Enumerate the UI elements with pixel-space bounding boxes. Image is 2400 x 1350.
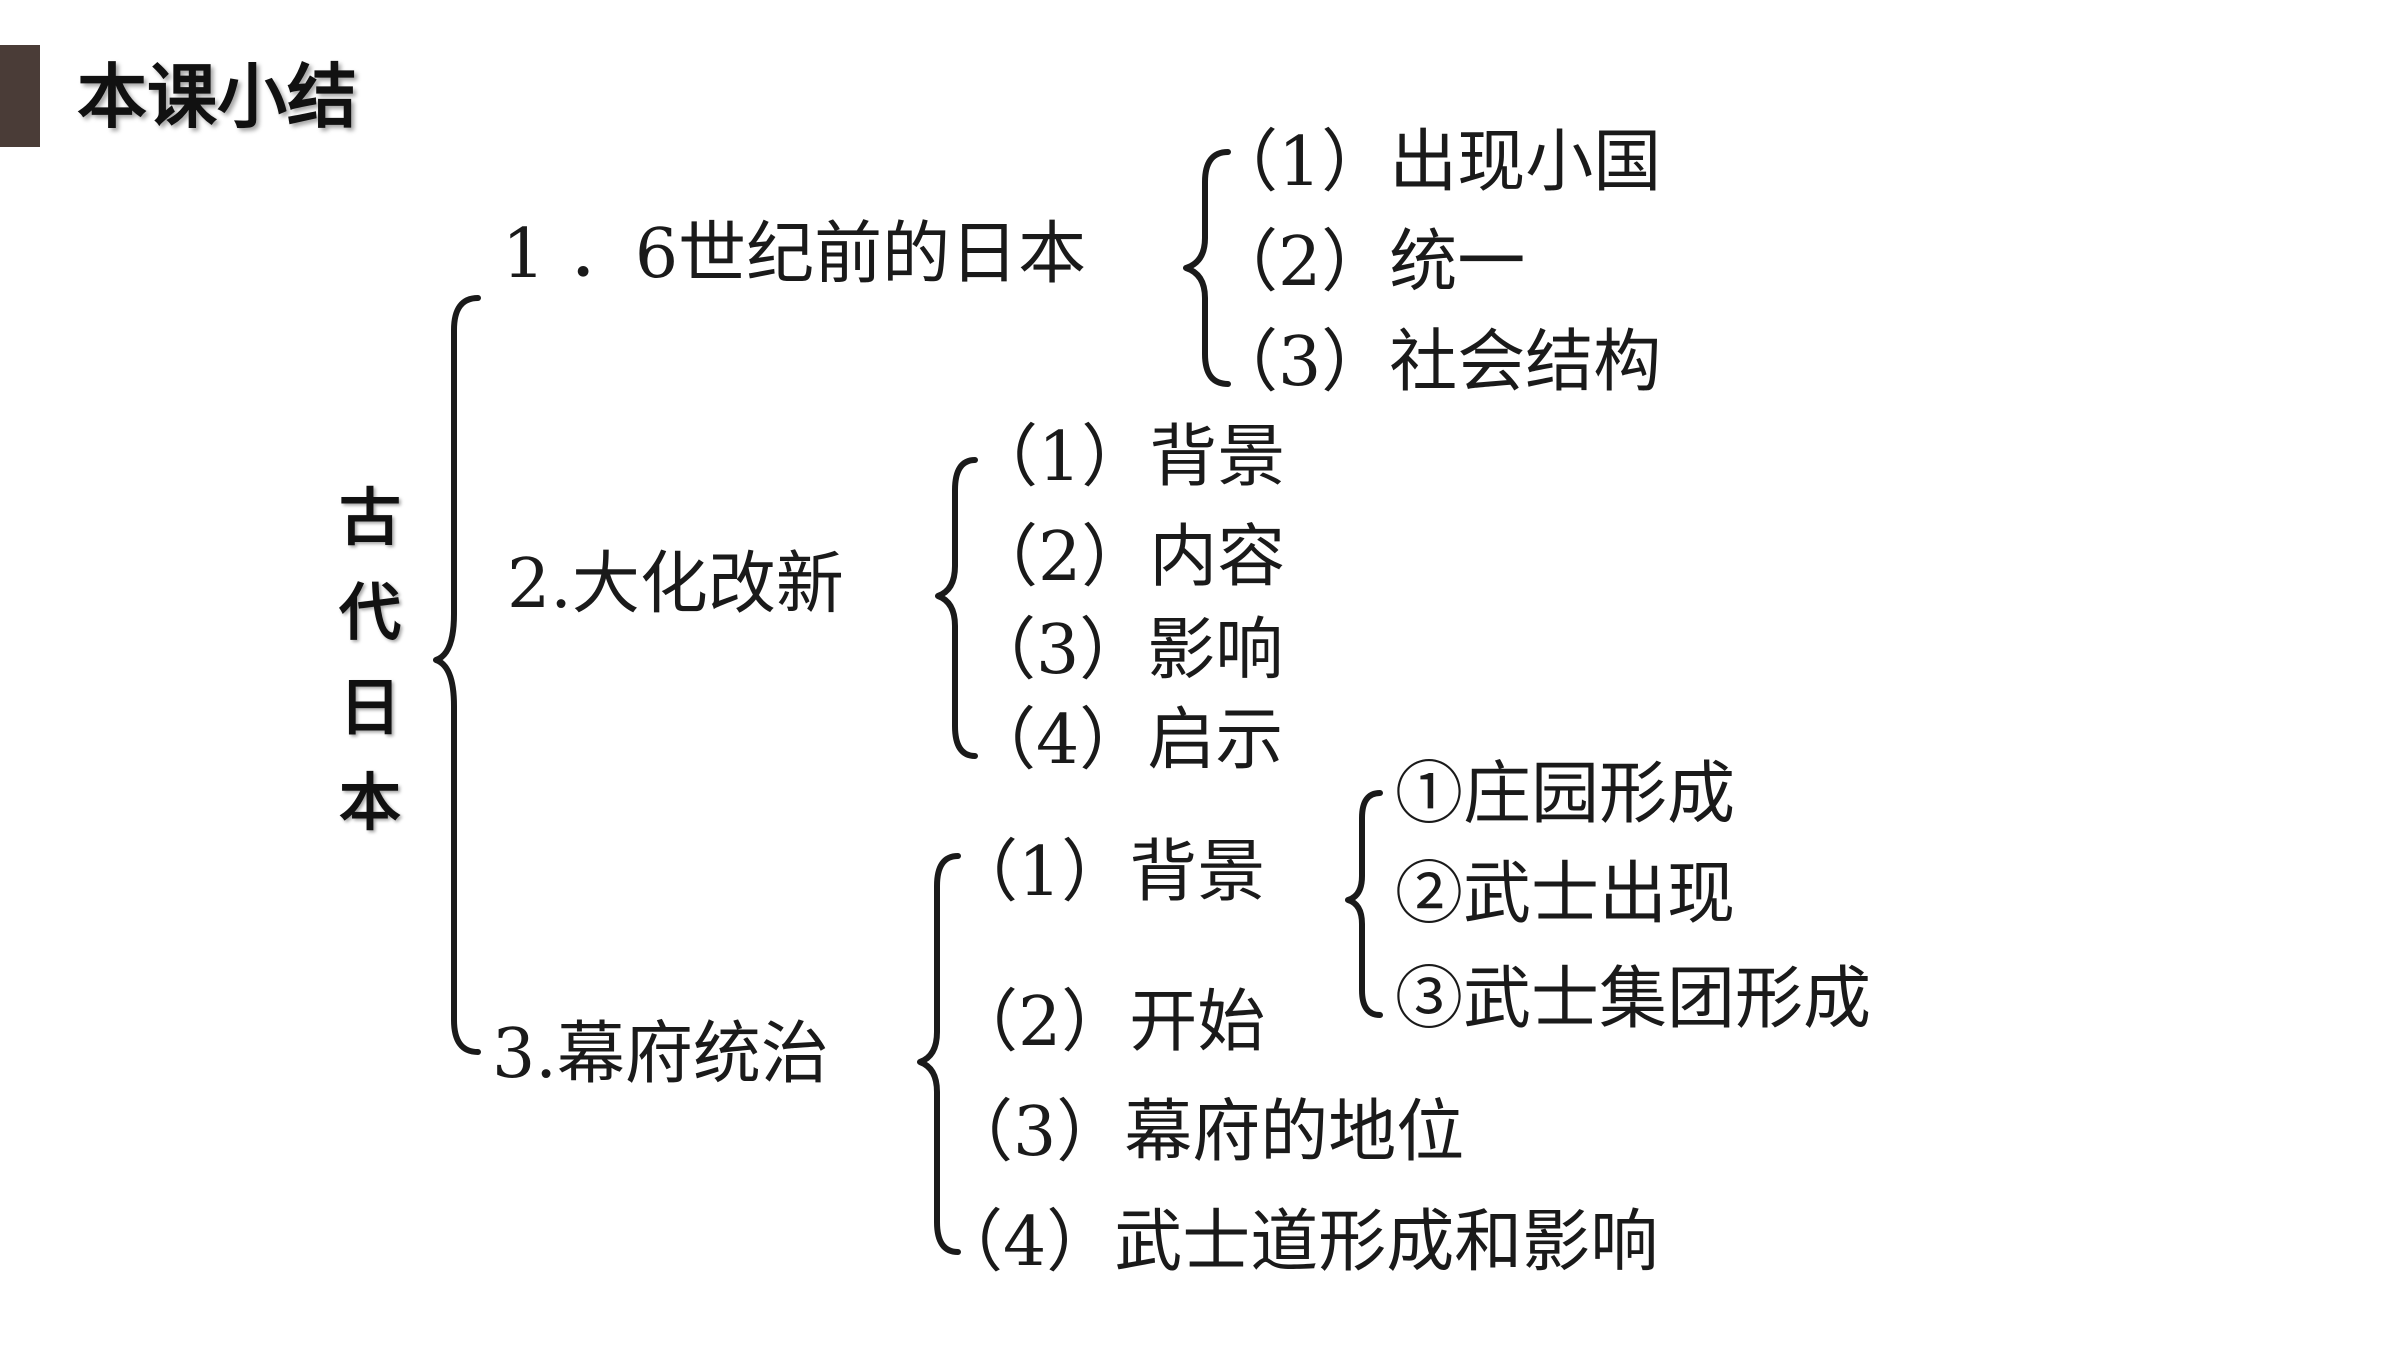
section-1-label: 1 ．6世纪前的日本: [502, 215, 1087, 294]
section-3-item-2: （2）开始: [950, 983, 1266, 1062]
page-title: 本课小结: [77, 56, 357, 138]
section-3-label: 3.幕府统治: [492, 1015, 829, 1094]
root-char-3: 日: [338, 671, 401, 744]
title-accent-bar: [0, 45, 40, 147]
section-3-item-4: （4）武士道形成和影响: [935, 1203, 1659, 1282]
section-3-brace: [917, 853, 961, 1255]
section-3-sub-item-3: ③武士集团形成: [1395, 960, 1872, 1039]
section-3-sub-item-2: ②武士出现: [1395, 855, 1736, 934]
section-1-item-1: （1）出现小国: [1210, 123, 1662, 202]
section-2-label: 2.大化改新: [507, 545, 844, 624]
section-3-background-brace: [1345, 790, 1383, 1018]
section-3-item-3: （3）幕府的地位: [945, 1093, 1465, 1172]
section-1-brace: [1183, 149, 1231, 387]
section-1-item-2: （2）统一: [1210, 223, 1526, 302]
section-2-item-3: （3）影响: [968, 611, 1284, 690]
section-2-item-1: （1）背景: [970, 418, 1286, 497]
root-char-1: 古: [338, 481, 401, 554]
root-node-ancient-japan: 古 代 日 本: [330, 470, 410, 850]
section-2-brace: [935, 457, 978, 759]
section-3-sub-item-1: ①庄园形成: [1395, 755, 1736, 834]
root-char-4: 本: [338, 766, 401, 839]
section-3-item-1: （1）背景: [950, 833, 1266, 912]
section-2-item-4: （4）启示: [968, 701, 1284, 780]
section-1-item-3: （3）社会结构: [1210, 323, 1662, 402]
main-brace: [433, 295, 481, 1055]
root-char-2: 代: [338, 576, 401, 649]
section-2-item-2: （2）内容: [970, 518, 1286, 597]
